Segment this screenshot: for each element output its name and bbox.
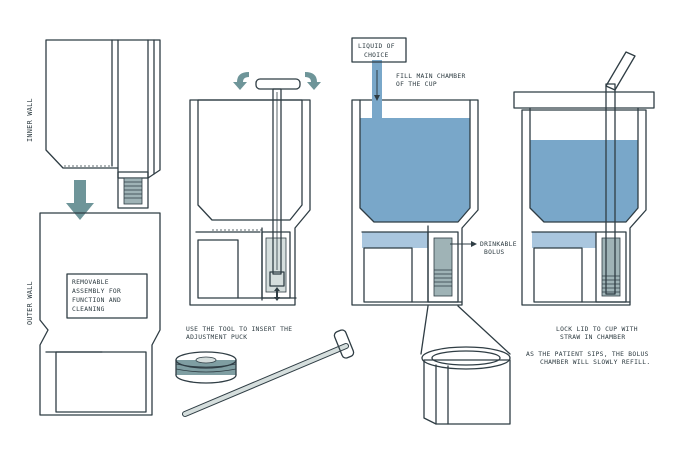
zoom-detail	[420, 305, 511, 425]
outer-wall-label: OUTER WALL	[26, 281, 34, 325]
liquid-main	[360, 118, 470, 222]
chamber-block	[197, 239, 239, 299]
tool-insert-panel: USE THE TOOL TO INSERT THE ADJUSTMENT PU…	[186, 72, 321, 341]
lid-panel: LOCK LID TO CUP WITH STRAW IN CHAMBER AS…	[513, 51, 655, 366]
straw	[605, 51, 636, 295]
liquid-text-2: CHOICE	[364, 52, 389, 59]
rolled-sheet	[423, 359, 511, 425]
liquid-text-1: LIQUID OF	[358, 43, 395, 50]
rotate-right-arrow	[305, 72, 321, 90]
bolus-text-2: BOLUS	[484, 249, 504, 256]
rotate-left-arrow	[233, 72, 249, 90]
removable-text-1: REMOVABLE	[72, 279, 109, 286]
tool-text-2: ADJUSTMENT PUCK	[186, 334, 247, 341]
down-arrow	[66, 180, 94, 220]
inner-wall-label: INNER WALL	[26, 98, 34, 142]
puck-spring	[117, 171, 149, 209]
inner-wall-part: INNER WALL	[26, 39, 161, 220]
lid	[513, 91, 655, 109]
lid-text-1: LOCK LID TO CUP WITH	[556, 326, 638, 333]
removable-text-4: CLEANING	[72, 306, 105, 313]
inner-wall-body	[45, 39, 161, 179]
outer-wall-body	[39, 212, 161, 416]
up-down-arrow	[274, 287, 280, 301]
fill-text-2: OF THE CUP	[396, 81, 437, 88]
lid-text-2: STRAW IN CHAMBER	[560, 334, 625, 341]
bolus-text-1: DRINKABLE	[480, 241, 517, 248]
adjustment-tool	[255, 78, 301, 287]
liquid-low	[362, 232, 428, 248]
liquid-main-2	[530, 140, 638, 222]
outer-wall-part: REMOVABLE ASSEMBLY FOR FUNCTION AND CLEA…	[26, 212, 161, 416]
removable-text-2: ASSEMBLY FOR	[72, 288, 121, 295]
tool-text-1: USE THE TOOL TO INSERT THE	[186, 326, 292, 333]
removable-text-3: FUNCTION AND	[72, 297, 121, 304]
outer-wall-cavity	[55, 351, 147, 413]
fill-panel: LIQUID OF CHOICE FILL MAIN CHAMBER OF TH…	[351, 37, 517, 306]
sips-text-2: CHAMBER WILL SLOWLY REFILL.	[540, 359, 650, 366]
loose-tool	[182, 329, 355, 417]
fill-text-1: FILL MAIN CHAMBER	[396, 73, 466, 80]
liquid-label-box	[351, 37, 407, 63]
removable-label-box	[66, 273, 148, 319]
adjustment-puck	[175, 351, 237, 384]
sips-text-1: AS THE PATIENT SIPS, THE BOLUS	[526, 351, 649, 358]
